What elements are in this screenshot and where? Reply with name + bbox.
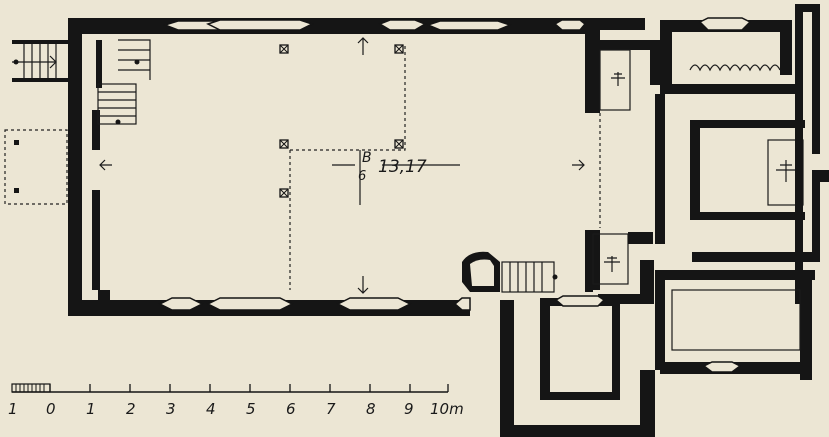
sacristy — [655, 270, 815, 380]
side-altar-north — [599, 40, 660, 111]
dimension-mark-2: 6 — [358, 169, 366, 184]
pillar — [279, 188, 289, 198]
side-altar-south — [585, 232, 654, 304]
pillar — [394, 44, 404, 54]
nave-walls — [68, 18, 600, 316]
scale-label: 5 — [246, 400, 256, 418]
pillar — [279, 139, 289, 149]
inner-staircase — [70, 39, 151, 125]
apse — [595, 17, 805, 244]
scale-label: 8 — [366, 400, 376, 418]
scale-label: 1 — [86, 400, 96, 418]
gallery-outline — [99, 37, 601, 294]
scale-label: 9 — [404, 400, 414, 418]
dimension-mark: B — [362, 150, 372, 166]
scale-label: 2 — [126, 400, 136, 418]
scale-label: 1 — [8, 400, 18, 418]
scale-label: 6 — [286, 400, 296, 418]
pillar — [279, 44, 289, 54]
tower-east — [692, 4, 829, 304]
south-annex — [462, 251, 655, 437]
scale-label: 7 — [326, 400, 336, 418]
scale-label: 4 — [206, 400, 216, 418]
dimension-label: 13,17 — [378, 157, 427, 177]
dimension-annotation: B 6 13,17 — [358, 150, 427, 184]
pillar — [394, 139, 404, 149]
scale-label: 0 — [46, 400, 56, 418]
west-porch — [4, 40, 70, 205]
north-windows — [162, 19, 587, 31]
scale-label: 10m — [430, 400, 464, 418]
south-windows — [158, 297, 471, 311]
pillars — [279, 44, 404, 198]
scale-label: 3 — [166, 400, 176, 418]
scale-bar: 1 0 1 2 3 4 5 6 7 8 9 10m — [8, 383, 464, 418]
